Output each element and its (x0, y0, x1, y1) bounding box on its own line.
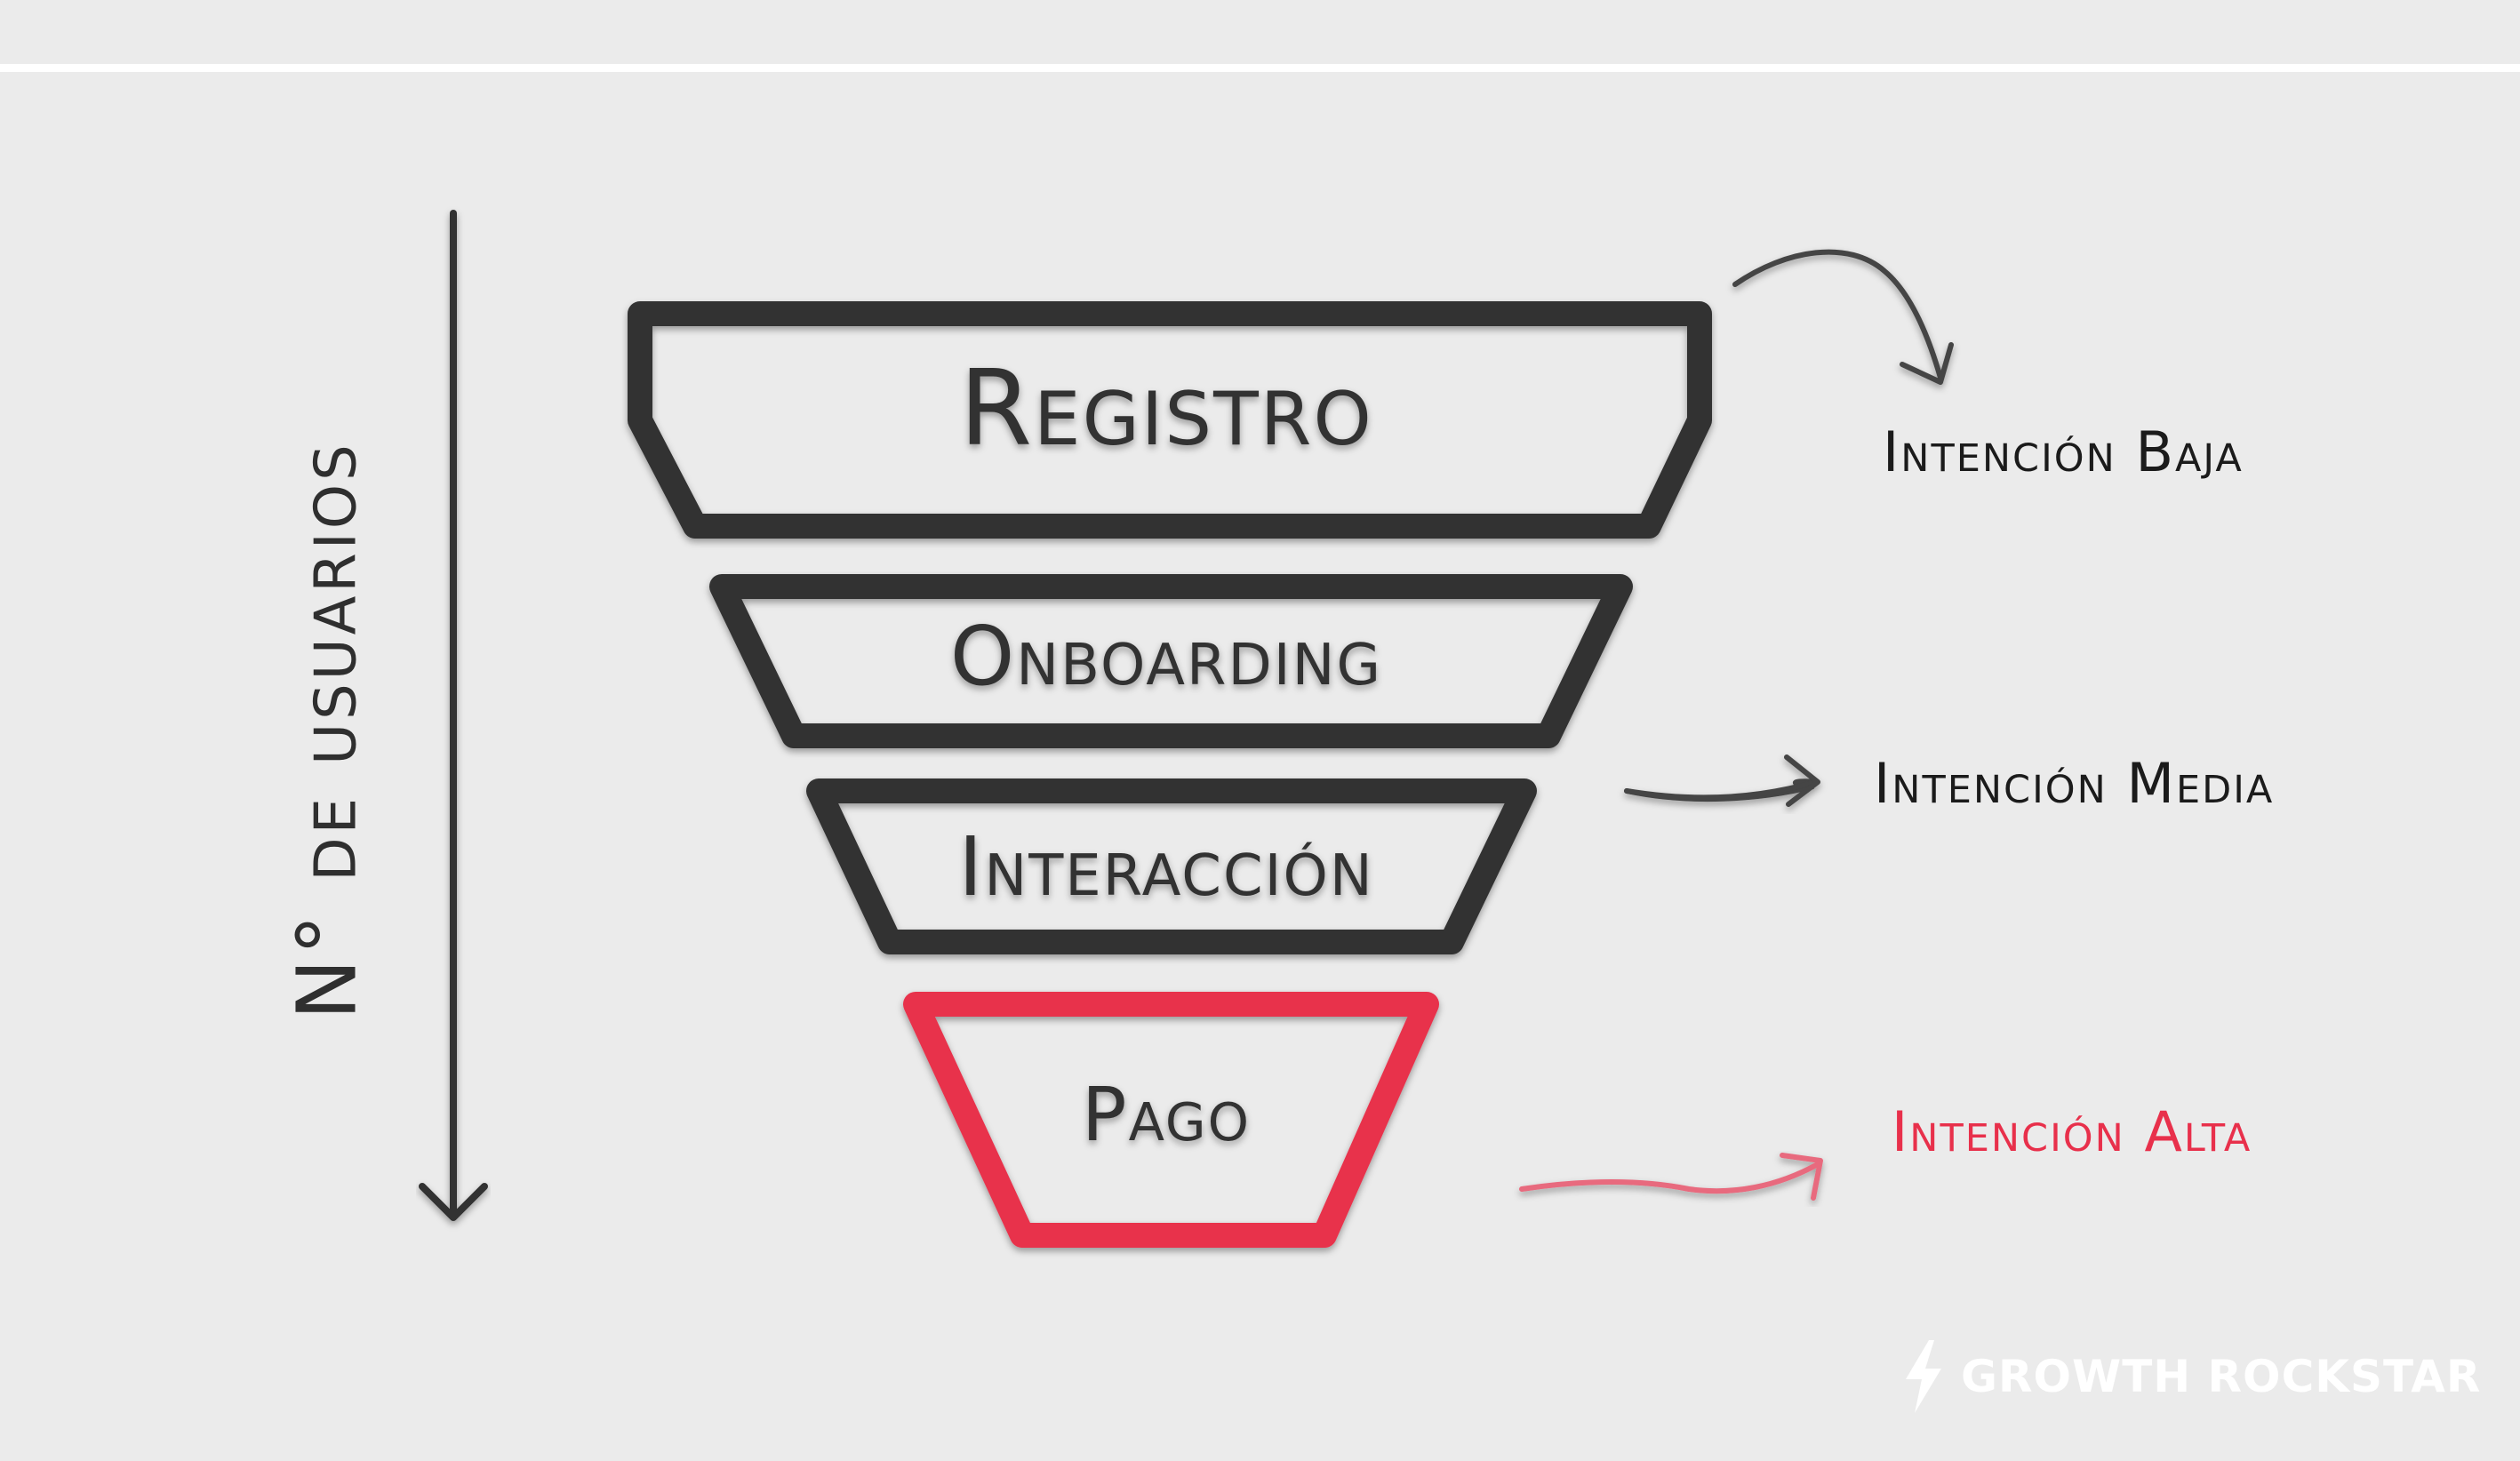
arrow-to-intencion-baja (1732, 249, 1954, 385)
funnel-stage-onboarding: Onboarding (709, 574, 1633, 748)
axis-label-usuarios: N° de usuarios (279, 441, 375, 1020)
intent-label-media: Intención Media (1874, 751, 2275, 816)
top-divider (0, 64, 2520, 72)
brand-logo: GROWTH ROCKSTAR (1902, 1340, 2481, 1413)
stage-label-pago: Pago (1082, 1071, 1251, 1158)
funnel-stage-registro: Registro (628, 301, 1712, 539)
stage-label-interaccion: Interacción (958, 819, 1374, 914)
stage-label-onboarding: Onboarding (950, 609, 1382, 704)
arrow-to-intencion-alta (1519, 1153, 1823, 1201)
intent-label-baja: Intención Baja (1883, 419, 2244, 484)
intent-label-alta: Intención Alta (1892, 1099, 2252, 1164)
funnel-stage-interaccion: Interacción (806, 778, 1537, 954)
lightning-bolt-icon (1906, 1340, 1941, 1413)
axis-arrow (419, 210, 488, 1221)
arrow-to-intencion-media (1624, 754, 1820, 807)
stage-label-registro: Registro (959, 347, 1373, 469)
funnel-stage-pago: Pago (903, 992, 1439, 1248)
brand-name: GROWTH ROCKSTAR (1961, 1351, 2482, 1402)
